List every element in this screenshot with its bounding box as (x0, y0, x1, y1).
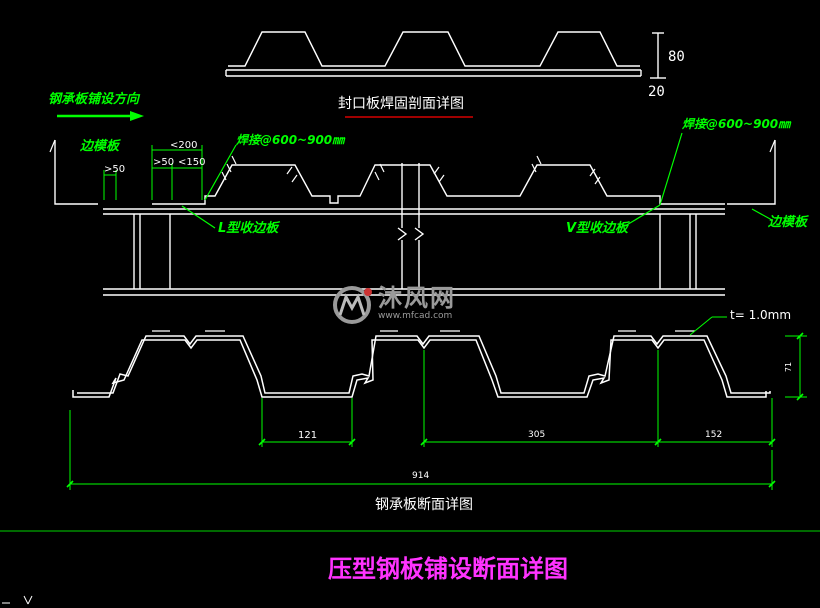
steel-beam (103, 163, 725, 296)
weld-label-left: 焊接@600~900㎜ (236, 133, 345, 147)
dim-lt200: <200 (170, 140, 198, 151)
watermark-logo-icon (333, 286, 372, 324)
edge-form-label-right: 边模板 (768, 215, 808, 230)
direction-label: 钢承板铺设方向 (48, 92, 140, 107)
dim-121: 121 (298, 430, 318, 441)
weld-marks (221, 155, 601, 185)
top-profile-line (228, 31, 640, 67)
v-edge-label: V型收边板 (566, 221, 629, 236)
dimension-ticks (66, 332, 804, 488)
top-dim-thickness: 20 (648, 84, 665, 100)
dim-305: 305 (528, 430, 546, 440)
dim-lt150: <150 (178, 157, 206, 168)
edge-form-label-left: 边模板 (80, 139, 120, 154)
weld-label-right: 焊接@600~900㎜ (682, 117, 791, 131)
watermark-url: www.mfcad.com (378, 311, 453, 321)
dim-152: 152 (705, 430, 723, 440)
leader-lines (181, 132, 773, 229)
left-small-dims (103, 145, 203, 200)
direction-arrow (57, 111, 144, 121)
top-detail-caption: 封口板焊固剖面详图 (338, 96, 464, 112)
middle-deck-profile (103, 164, 725, 215)
left-edge-form (54, 140, 98, 205)
bottom-deck-profile (72, 335, 771, 398)
bottom-caption: 钢承板断面详图 (375, 497, 473, 513)
thickness-label: t= 1.0mm (730, 308, 792, 322)
top-profile-detail (225, 31, 666, 79)
top-dim-height: 80 (668, 49, 685, 65)
watermark-brand: 沐风网 (378, 284, 456, 312)
dim-914: 914 (412, 471, 430, 481)
ucs-axis-icon (2, 595, 33, 605)
main-title: 压型钢板铺设断面详图 (328, 555, 568, 583)
dim-gt50-left: >50 (104, 164, 126, 175)
right-edge-form (727, 140, 776, 205)
bottom-dimensions (69, 316, 807, 490)
l-edge-label: L型收边板 (218, 221, 279, 236)
height-dim-71: 71 (784, 361, 794, 373)
dim-gt50: >50 (153, 157, 175, 168)
